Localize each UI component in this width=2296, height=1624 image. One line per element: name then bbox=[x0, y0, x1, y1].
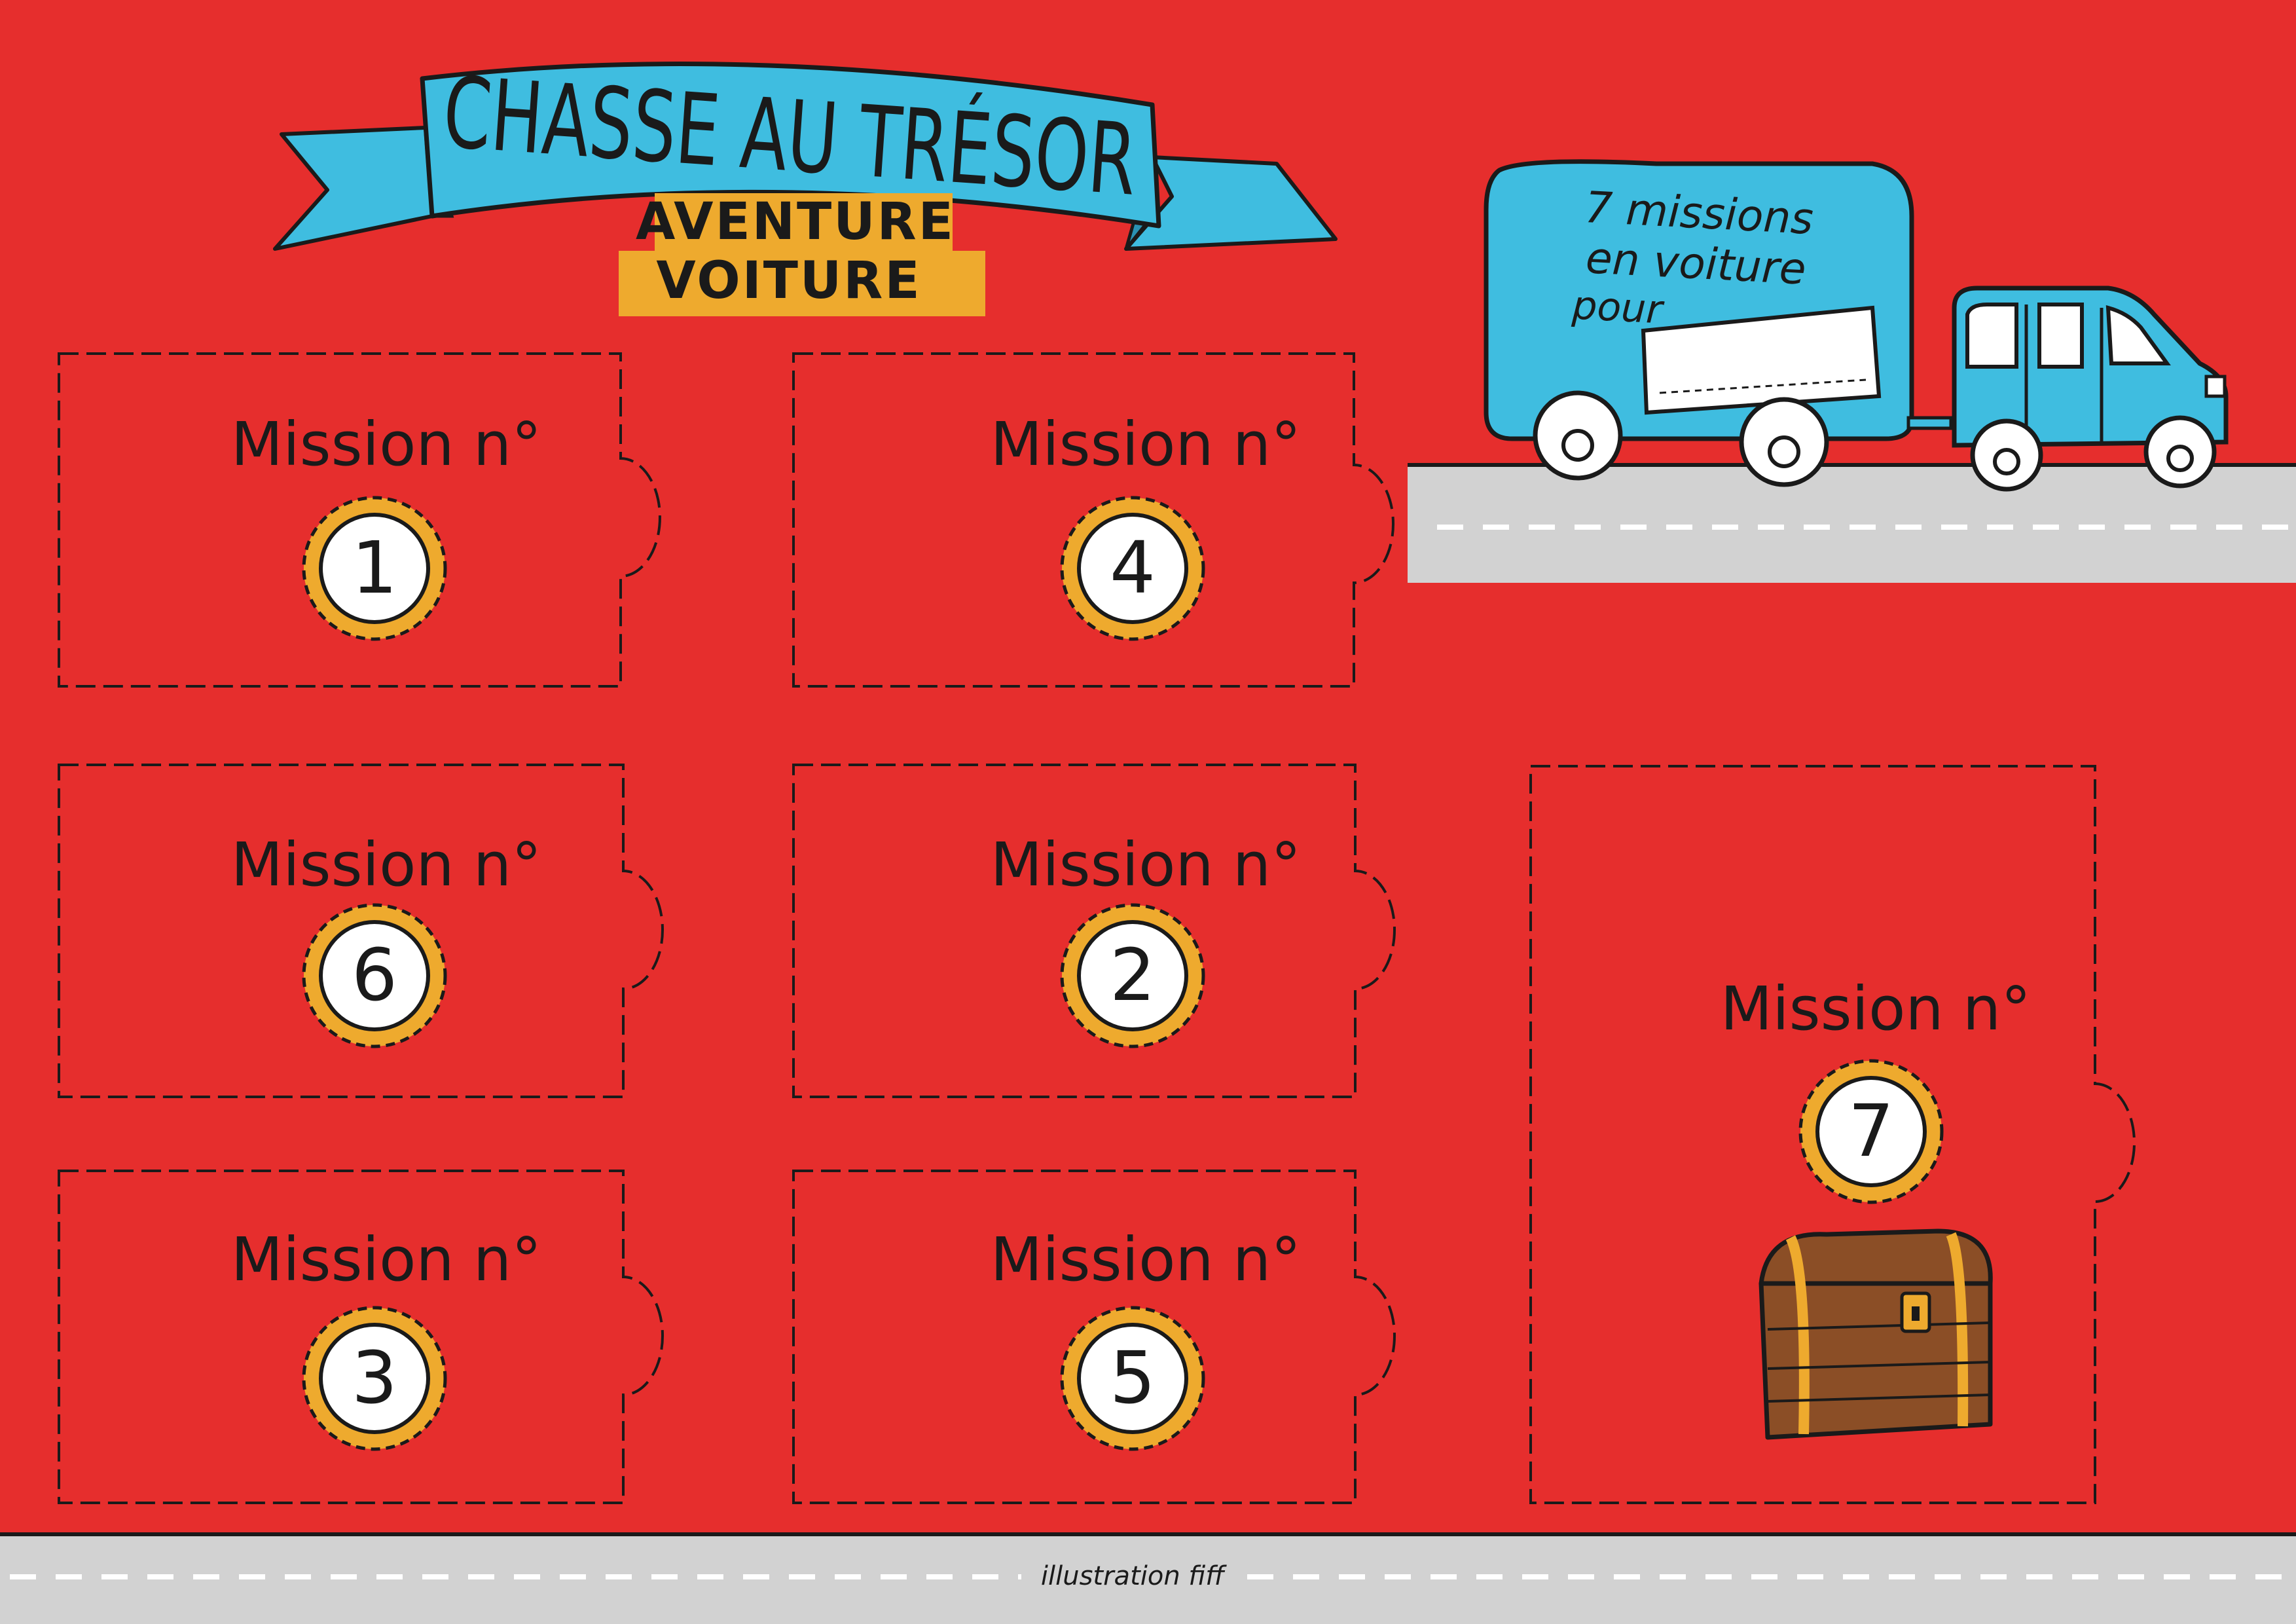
illustration-credit: illustration fiff bbox=[1041, 1561, 1227, 1591]
mission-number: 2 bbox=[1110, 933, 1156, 1017]
subtitle-line2: VOITURE bbox=[656, 251, 921, 310]
mission-card-2[interactable]: Mission n° 2 bbox=[792, 764, 1396, 1098]
name-field bbox=[1641, 305, 1882, 415]
mission-label: Mission n° bbox=[991, 830, 1302, 900]
trailer-wheel-right bbox=[1739, 397, 1829, 487]
subtitle-box-1 bbox=[655, 193, 953, 251]
truck-text-line2: en voiture bbox=[1584, 232, 1807, 295]
mission-label: Mission n° bbox=[991, 1225, 1302, 1295]
van-window-rear bbox=[1965, 303, 2018, 369]
mission-card-4[interactable]: Mission n° 4 bbox=[792, 352, 1394, 688]
truck-text-line3: pour bbox=[1571, 282, 1666, 333]
truck-illustration: 7 missions en voiture pour bbox=[1484, 159, 2229, 492]
subtitle-line1: AVENTURE bbox=[636, 193, 955, 251]
mission-number: 6 bbox=[352, 933, 397, 1017]
truck-text-line1: 7 missions bbox=[1584, 182, 1815, 244]
van-windshield bbox=[2105, 305, 2171, 365]
mission-label: Mission n° bbox=[231, 1225, 542, 1295]
road-bottom: illustration fiff bbox=[0, 1532, 2296, 1624]
mission-card-7[interactable]: Mission n° 7 bbox=[1529, 765, 2136, 1504]
mission-card-3[interactable]: Mission n° 3 bbox=[58, 1170, 664, 1504]
van-window-middle bbox=[2037, 303, 2084, 369]
van-wheel-front bbox=[2143, 415, 2217, 489]
subtitle-box-2 bbox=[619, 251, 985, 316]
van-wheel-rear bbox=[1970, 418, 2043, 492]
mission-number: 5 bbox=[1110, 1336, 1156, 1420]
mission-card-6[interactable]: Mission n° 6 bbox=[58, 764, 664, 1098]
mission-number: 1 bbox=[352, 526, 397, 610]
mission-label: Mission n° bbox=[231, 409, 542, 479]
mission-number: 4 bbox=[1110, 526, 1156, 610]
mission-label: Mission n° bbox=[231, 830, 542, 900]
trailer-wheel-left bbox=[1533, 390, 1623, 481]
mission-number: 7 bbox=[1848, 1089, 1894, 1173]
mission-label: Mission n° bbox=[1721, 974, 2032, 1044]
subtitle-block: AVENTURE VOITURE bbox=[619, 193, 985, 316]
mission-number: 3 bbox=[352, 1336, 397, 1420]
mission-label: Mission n° bbox=[991, 409, 1302, 479]
mission-card-5[interactable]: Mission n° 5 bbox=[792, 1170, 1396, 1504]
road-top bbox=[1408, 463, 2296, 583]
mission-card-1[interactable]: Mission n° 1 bbox=[58, 352, 661, 688]
treasure-chest-icon bbox=[1758, 1228, 1993, 1440]
